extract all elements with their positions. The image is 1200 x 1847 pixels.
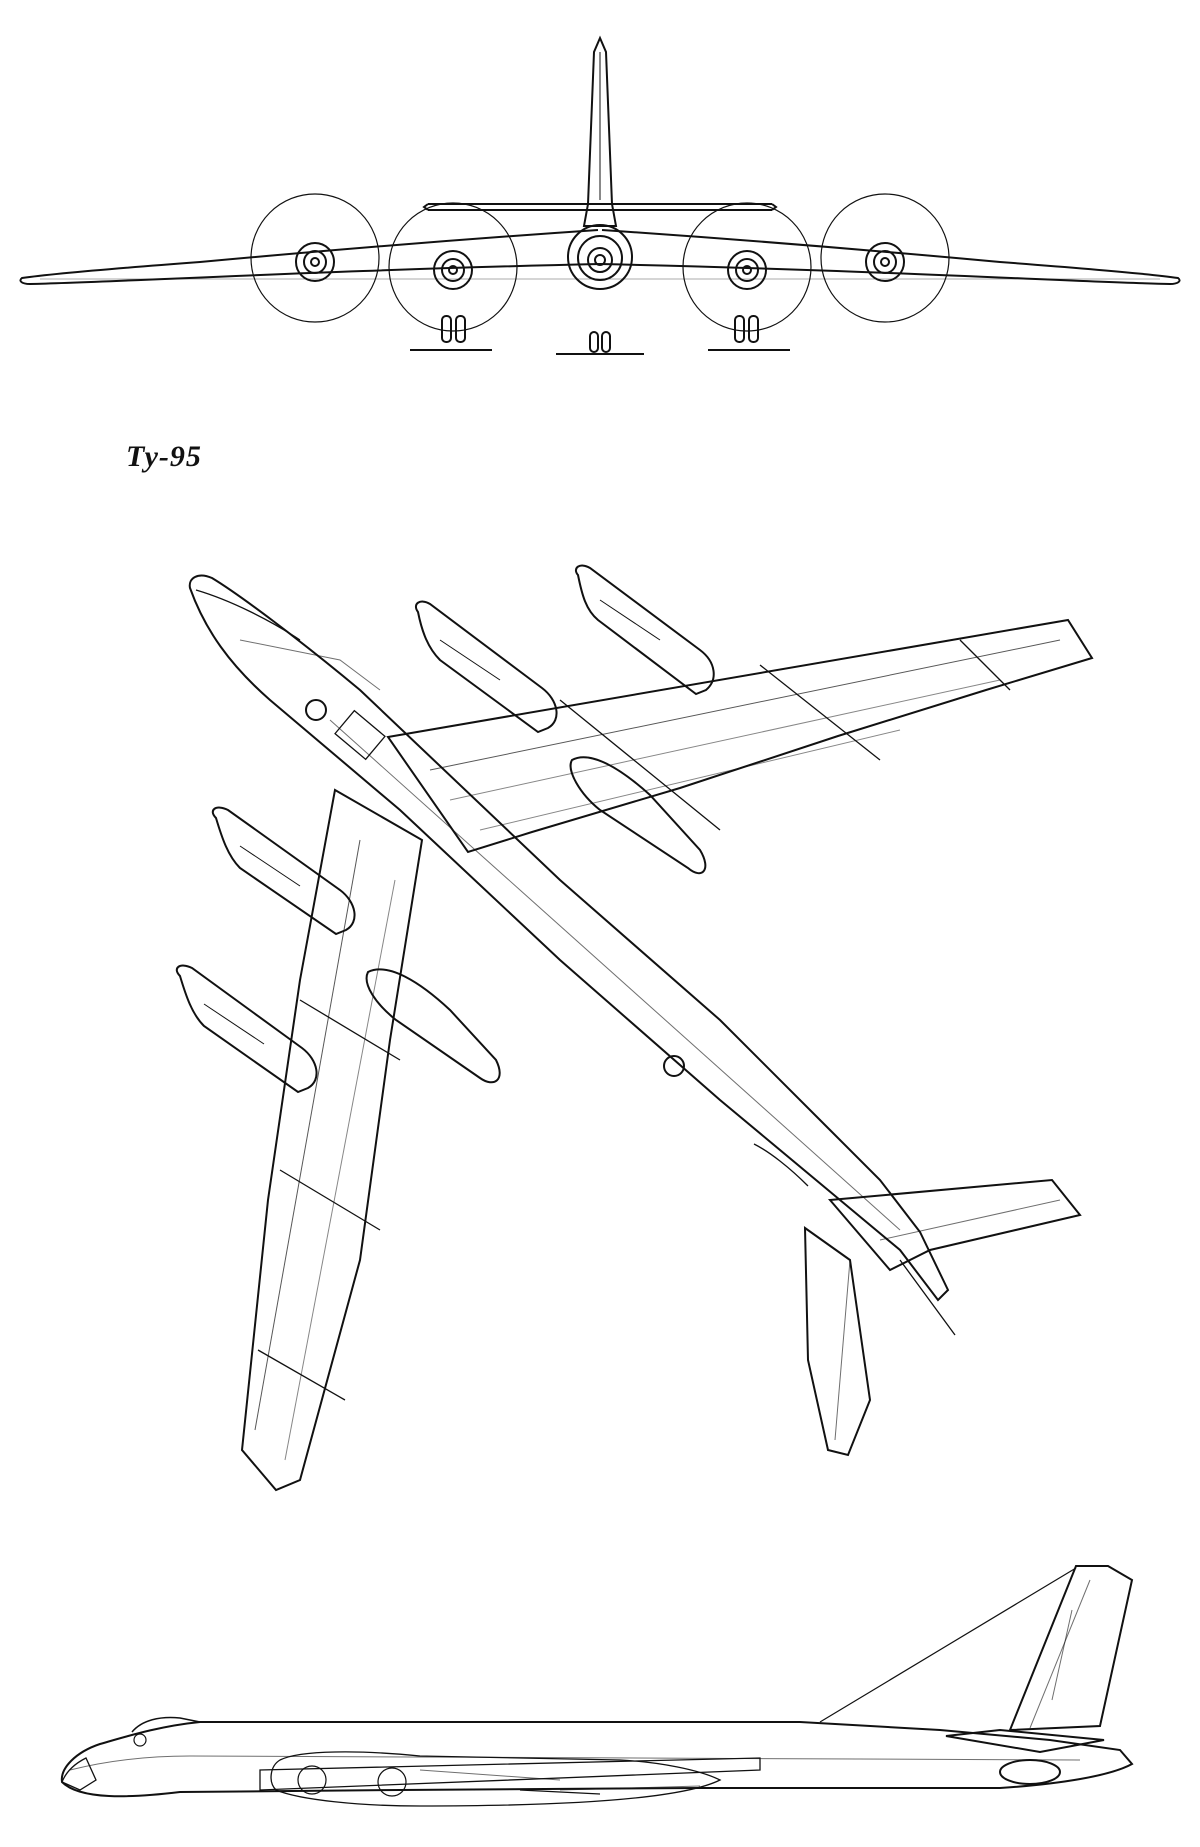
front-propeller-1	[251, 194, 379, 322]
front-engine-4	[866, 243, 904, 281]
top-engine-2	[416, 602, 557, 732]
front-propeller-2	[389, 203, 517, 331]
top-engine-4	[177, 966, 317, 1092]
side-engine-nacelles	[271, 1752, 720, 1806]
front-engine-2	[434, 251, 472, 289]
front-stabilizer	[424, 204, 776, 210]
side-antenna-wire	[820, 1568, 1076, 1722]
front-nose-gear	[556, 332, 644, 354]
front-wing-right	[600, 230, 1180, 284]
front-fuselage	[568, 225, 632, 289]
top-engine-1	[576, 566, 714, 694]
top-stabilizer-right	[830, 1180, 1080, 1270]
side-tail-turret	[1000, 1760, 1060, 1784]
top-dorsal-turret	[306, 700, 326, 720]
top-engine-3	[213, 808, 355, 934]
top-wing-left	[242, 790, 422, 1490]
aircraft-caption: Ту-95	[126, 440, 202, 473]
top-gear-pod-left	[367, 969, 500, 1082]
front-engine-3	[728, 251, 766, 289]
front-engine-1	[296, 243, 334, 281]
top-fuselage	[190, 576, 948, 1300]
side-fuselage	[62, 1722, 1132, 1796]
side-fin	[1010, 1566, 1132, 1730]
front-wing-left	[20, 230, 600, 284]
front-main-gear-left	[410, 316, 492, 350]
side-wing	[260, 1758, 760, 1790]
side-nose-glazing	[62, 1758, 96, 1790]
front-propeller-3	[683, 203, 811, 331]
front-propeller-4	[821, 194, 949, 322]
side-cockpit-canopy	[132, 1718, 200, 1732]
top-wing-right	[388, 620, 1092, 852]
top-gear-pod-right	[571, 757, 706, 873]
side-stabilizer	[946, 1730, 1104, 1752]
front-main-gear-right	[708, 316, 790, 350]
